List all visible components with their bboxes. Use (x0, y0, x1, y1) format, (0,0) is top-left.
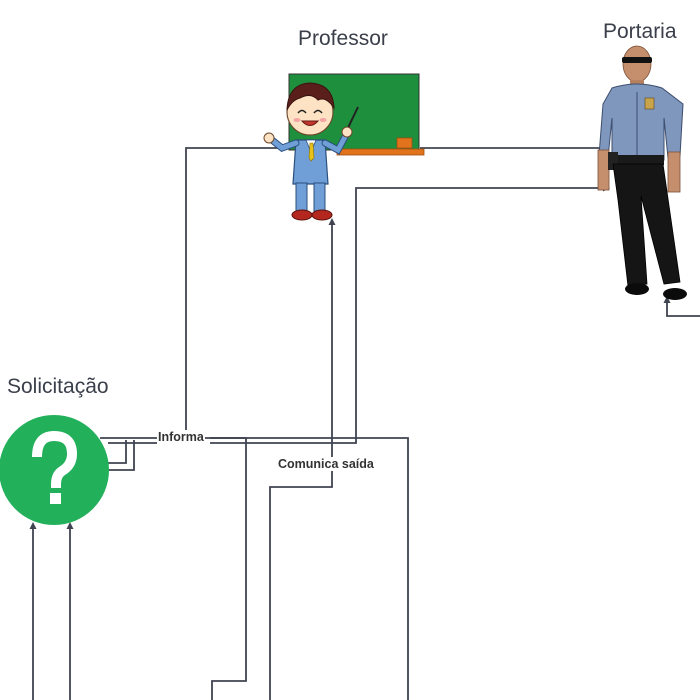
connector-solicitacao-loop-2[interactable] (108, 440, 127, 464)
arrowhead-solicitacao-2 (66, 522, 74, 529)
connector-solicitacao-loop[interactable] (108, 440, 135, 471)
arrowhead-solicitacao-1 (29, 522, 37, 529)
edge-label-informa: Informa (157, 430, 205, 444)
connector-bottom-left-1[interactable] (100, 437, 247, 700)
connector-informa-portaria[interactable] (210, 187, 606, 444)
solicitacao-title: Solicitação (7, 375, 109, 398)
professor-title: Professor (298, 27, 388, 50)
connector-portaria-right[interactable] (666, 298, 700, 317)
edge-label-comunica-saida: Comunica saída (277, 457, 375, 471)
arrowhead-portaria-bottom (663, 296, 671, 303)
arrowhead-professor (328, 218, 336, 225)
connector-comunica-saida[interactable] (269, 222, 333, 700)
portaria-title: Portaria (603, 20, 677, 43)
connector-bottom-left-2[interactable] (210, 437, 409, 700)
connector-solicitacao-professor[interactable] (108, 147, 290, 444)
arrowhead-portaria (603, 184, 610, 192)
